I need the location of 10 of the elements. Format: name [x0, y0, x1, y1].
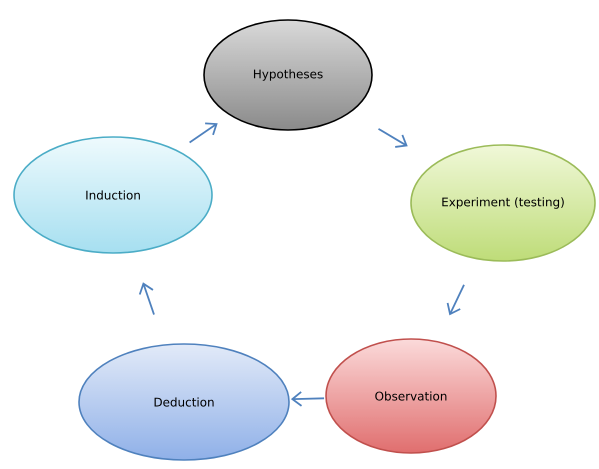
ellipse-node: Hypotheses	[203, 19, 373, 131]
arrow	[446, 284, 465, 316]
ellipse-node: Induction	[13, 136, 213, 254]
arrow	[138, 282, 155, 315]
arrow	[378, 128, 408, 148]
arrow	[189, 122, 218, 144]
ellipse-node: Deduction	[78, 343, 290, 461]
arrow	[290, 391, 324, 407]
ellipse-node: Experiment (testing)	[410, 144, 596, 262]
ellipse-node: Observation	[325, 338, 497, 454]
